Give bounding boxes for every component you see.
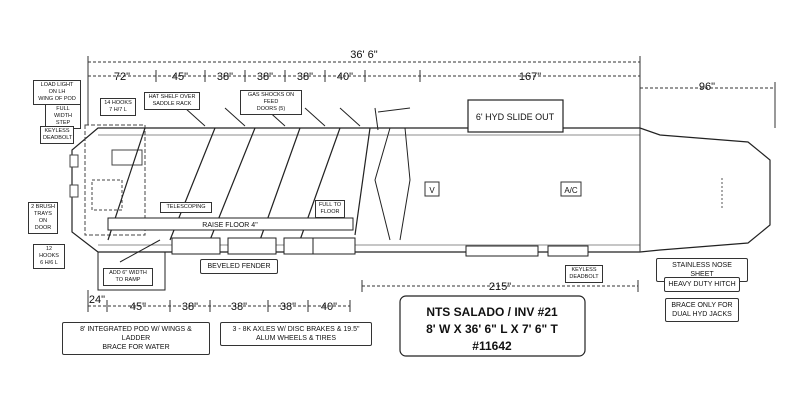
bottom-dim-3: 38" — [231, 301, 247, 313]
heavy-duty-hitch-note: HEAVY DUTY HITCH — [664, 277, 740, 292]
raise-floor-bar — [107, 217, 354, 231]
bottom-dim-1: 45" — [130, 301, 146, 313]
saddle-rack-1 — [111, 149, 143, 166]
slide-out-label: 6' HYD SLIDE OUT — [476, 112, 555, 122]
right-bottom-dim: 215" — [489, 281, 511, 293]
overall-length-label: 36' 6" — [350, 49, 378, 61]
brush-trays-callout: 2 BRUSH TRAYS ON DOOR — [28, 202, 58, 234]
title-line-3: #11642 — [472, 339, 512, 353]
bottom-dimension-lines — [88, 285, 638, 307]
ramp-callout: ADD 6" WIDTH TO RAMP — [103, 268, 153, 286]
raise-floor-label: RAISE FLOOR 4" — [202, 222, 258, 229]
slide-out-box — [467, 99, 564, 133]
title-line-1: NTS SALADO / INV #21 — [426, 305, 558, 319]
top-dim-3: 38" — [257, 71, 273, 83]
trailer-body-outline — [71, 127, 771, 253]
pod-area — [84, 124, 146, 236]
top-dim-0: 72" — [114, 71, 130, 83]
bottom-dim-0: 24" — [89, 294, 105, 306]
ramp-brace — [119, 239, 161, 263]
feed-door-lines — [184, 107, 411, 131]
door-marker — [69, 154, 79, 168]
top-dimension-lines — [88, 61, 775, 89]
axles-note: 3 - 8K AXLES W/ DISC BRAKES & 19.5" ALUM… — [220, 322, 372, 346]
title-block-border — [399, 295, 586, 357]
gas-shocks-callout: GAS SHOCKS ON FEED DOORS (5) — [240, 90, 302, 115]
bottom-dim-5: 40" — [321, 301, 337, 313]
v-marker-box — [424, 181, 440, 197]
top-dim-4: 38" — [297, 71, 313, 83]
hooks-12-callout: 12 HOOKS 6 H/6 L — [33, 244, 65, 269]
bulkhead-wall — [374, 127, 411, 241]
integrated-pod-note: 8' INTEGRATED POD W/ WINGS & LADDER BRAC… — [62, 322, 210, 355]
saddle-rack-2 — [91, 179, 123, 211]
full-width-step-callout: FULL WIDTH STEP — [45, 104, 81, 129]
top-dim-1: 45" — [172, 71, 188, 83]
top-dim-5: 40" — [337, 71, 353, 83]
ramp — [97, 252, 166, 291]
title-line-2: 8' W X 36' 6" L X 7' 6" T — [426, 322, 558, 336]
brace-dual-jacks-note: BRACE ONLY FOR DUAL HYD JACKS — [665, 298, 739, 322]
fenders — [171, 237, 589, 257]
load-light-callout: LOAD LIGHT ON LH WING OF POD — [33, 80, 81, 105]
bottom-dim-4: 38" — [280, 301, 296, 313]
top-dim-6: 167" — [519, 71, 541, 83]
nose-length-label: 96" — [699, 81, 715, 93]
keyless-deadbolt-right-callout: KEYLESS DEADBOLT — [565, 265, 603, 283]
v-marker-label: V — [429, 186, 435, 195]
beveled-fender-label: BEVELED FENDER — [200, 259, 278, 274]
top-dim-2: 38" — [217, 71, 233, 83]
telescoping-callout: TELESCOPING — [160, 202, 212, 213]
ac-marker-box — [560, 181, 582, 197]
full-to-floor-callout: FULL TO FLOOR — [315, 200, 345, 218]
keyless-deadbolt-left-callout: KEYLESS DEADBOLT — [40, 126, 74, 144]
hooks-14-callout: 14 HOOKS 7 H/7 L — [100, 98, 136, 116]
ac-marker-label: A/C — [564, 186, 578, 195]
bottom-dim-2: 38" — [182, 301, 198, 313]
hat-shelf-callout: HAT SHELF OVER SADDLE RACK — [144, 92, 200, 110]
door-marker-2 — [69, 184, 79, 198]
